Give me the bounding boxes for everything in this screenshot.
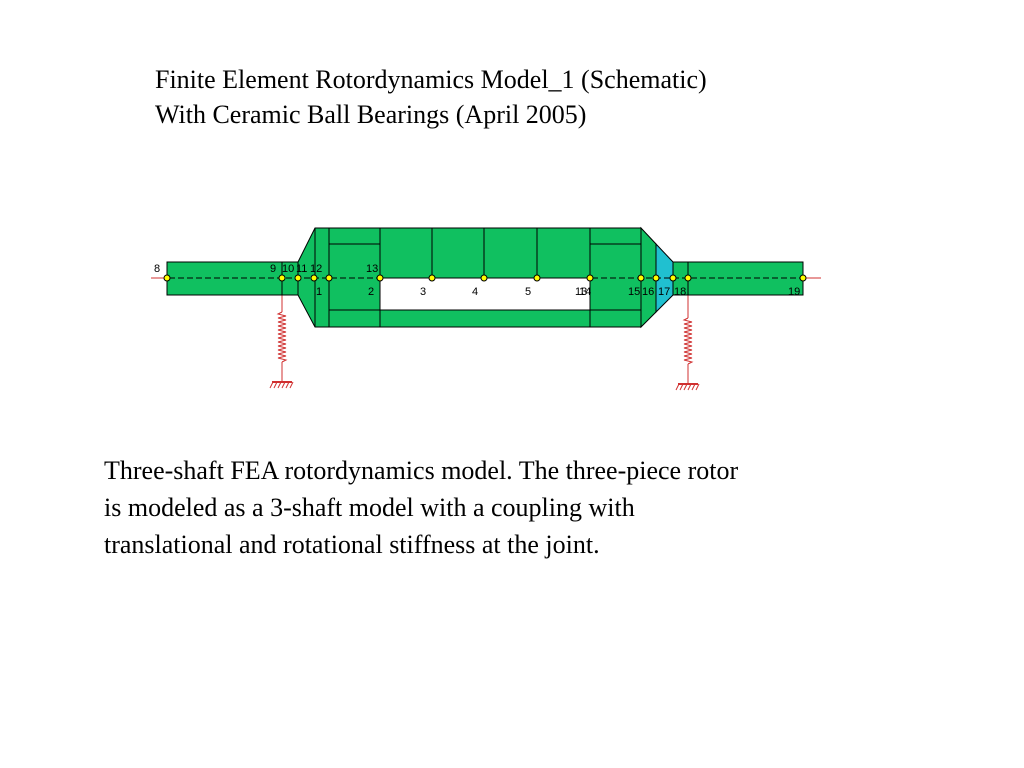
node-marker (163, 274, 171, 282)
node-label-1: 1 (316, 286, 322, 298)
rotor-schematic: 8 9 10 11 12 13 1 2 3 4 5 13 14 15 16 17… (151, 226, 821, 391)
node-label-4: 4 (472, 286, 478, 298)
node-marker (637, 274, 645, 282)
node-marker (652, 274, 660, 282)
node-marker (480, 274, 488, 282)
node-label-5: 5 (525, 286, 531, 298)
slide-caption: Three-shaft FEA rotordynamics model. The… (104, 452, 964, 563)
node-marker (799, 274, 807, 282)
node-label-18: 18 (674, 286, 686, 298)
node-label-11: 11 (296, 263, 307, 275)
node-marker (684, 274, 692, 282)
node-label-13-top: 13 (366, 263, 378, 275)
node-markers (163, 274, 807, 282)
title-line-2: With Ceramic Ball Bearings (April 2005) (155, 100, 587, 129)
slide-title: Finite Element Rotordynamics Model_1 (Sc… (155, 62, 707, 132)
node-label-2: 2 (368, 286, 374, 298)
node-marker (533, 274, 541, 282)
node-marker (325, 274, 333, 282)
node-label-10: 10 (282, 263, 294, 275)
left-bearing-spring (269, 280, 294, 389)
node-marker (669, 274, 677, 282)
right-bearing-spring (675, 280, 700, 391)
node-label-16: 16 (642, 286, 654, 298)
caption-line-3: translational and rotational stiffness a… (104, 530, 600, 559)
title-line-1: Finite Element Rotordynamics Model_1 (Sc… (155, 65, 707, 94)
rotor-bore (379, 277, 591, 311)
node-label-17: 17 (658, 286, 670, 298)
node-marker (310, 274, 318, 282)
node-label-12: 12 (310, 263, 322, 275)
node-label-15: 15 (628, 286, 640, 298)
caption-line-2: is modeled as a 3-shaft model with a cou… (104, 493, 635, 522)
node-marker (376, 274, 384, 282)
node-marker (278, 274, 286, 282)
node-label-3: 3 (420, 286, 426, 298)
node-label-8: 8 (154, 263, 160, 275)
node-label-13-bottom: 13 (575, 286, 587, 298)
node-marker (294, 274, 302, 282)
node-label-14: 14 (579, 286, 591, 298)
node-label-9: 9 (270, 263, 276, 275)
node-marker (586, 274, 594, 282)
node-label-19: 19 (788, 286, 800, 298)
caption-line-1: Three-shaft FEA rotordynamics model. The… (104, 456, 739, 485)
node-marker (428, 274, 436, 282)
